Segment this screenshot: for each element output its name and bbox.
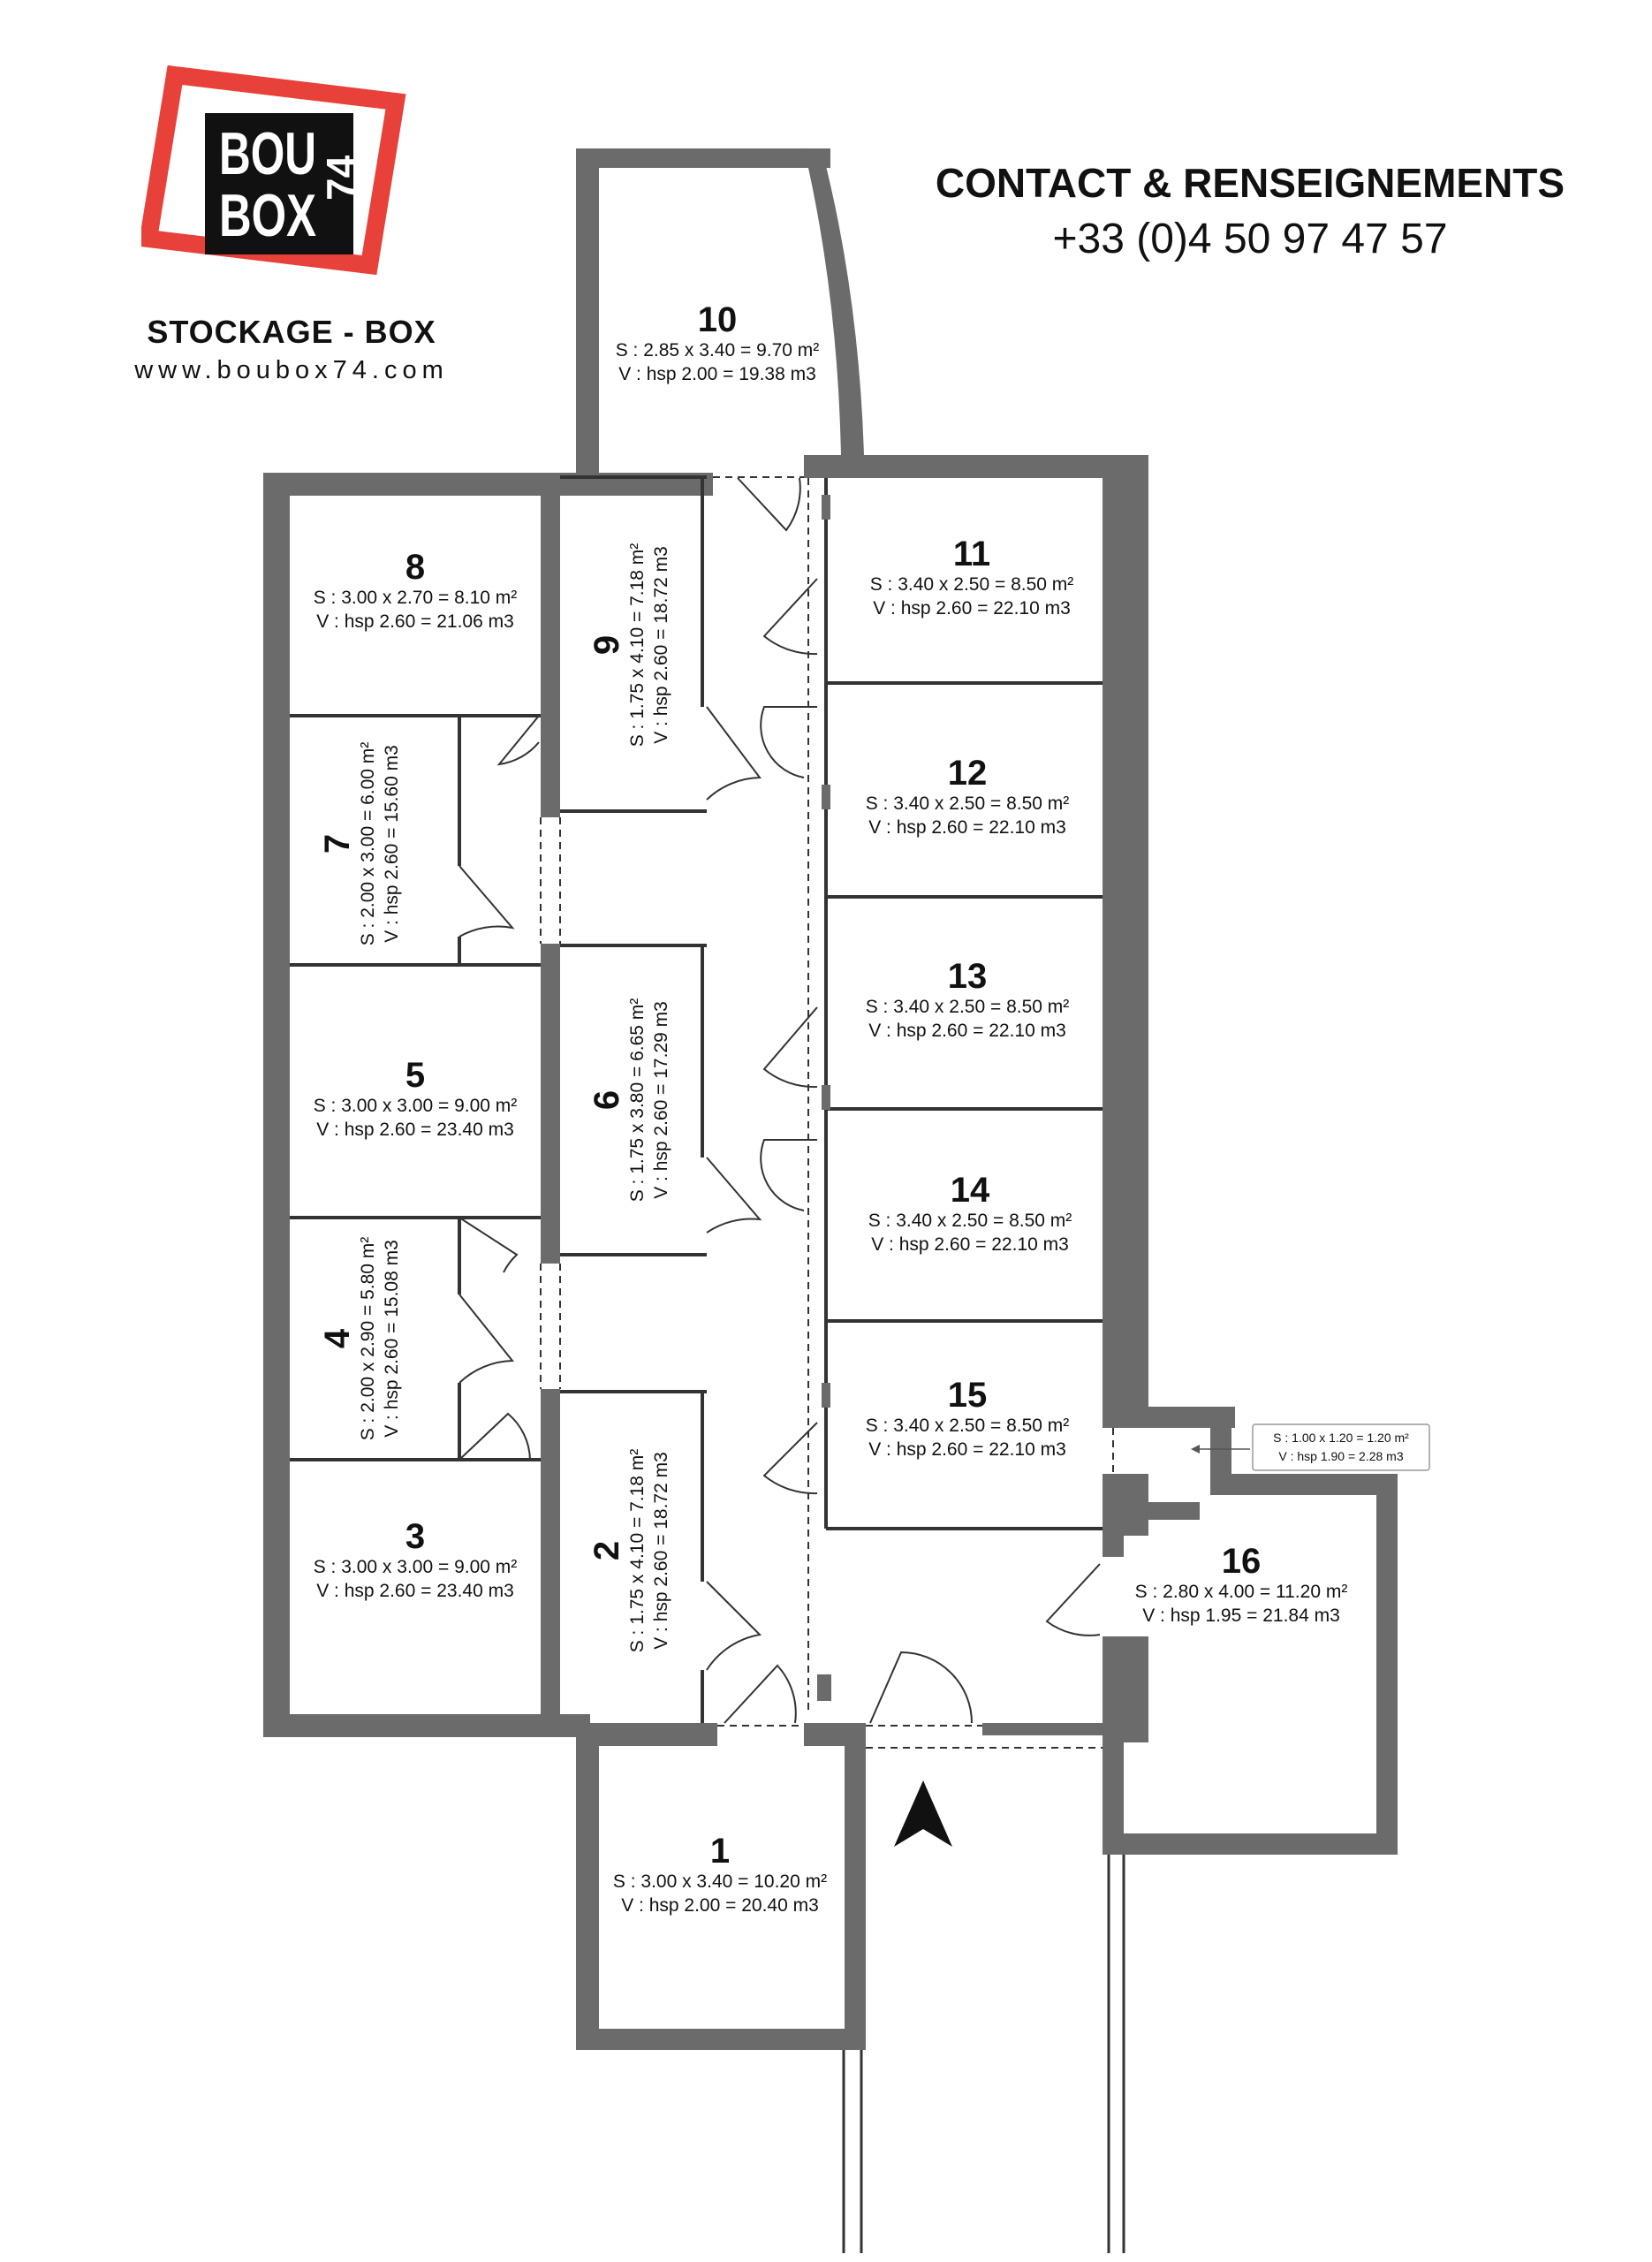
- room-volume: V : hsp 2.60 = 22.10 m3: [871, 1234, 1069, 1255]
- room-number: 2: [587, 1541, 626, 1560]
- room-volume: V : hsp 2.60 = 21.06 m3: [316, 611, 514, 632]
- room-volume: V : hsp 2.60 = 22.10 m3: [868, 1439, 1066, 1460]
- room-number: 13: [948, 957, 988, 996]
- annex-callout: S : 1.00 x 1.20 = 1.20 m² V : hsp 1.90 =…: [1191, 1423, 1430, 1471]
- room-volume: V : hsp 2.60 = 22.10 m3: [873, 598, 1071, 619]
- room-14-label: 14 S : 3.40 x 2.50 = 8.50 m² V : hsp 2.6…: [868, 1171, 1072, 1255]
- contact-title: CONTACT & RENSEIGNEMENTS: [935, 160, 1565, 206]
- contact-phone[interactable]: +33 (0)4 50 97 47 57: [1052, 216, 1448, 262]
- logo-block: [205, 113, 353, 254]
- logo-line2: BOX: [219, 182, 316, 249]
- room-surface: S : 3.00 x 3.40 = 10.20 m²: [613, 1871, 827, 1892]
- room-13-label: 13 S : 3.40 x 2.50 = 8.50 m² V : hsp 2.6…: [866, 957, 1070, 1041]
- room-number: 8: [405, 548, 425, 587]
- room-1-label: 1 S : 3.00 x 3.40 = 10.20 m² V : hsp 2.0…: [613, 1832, 827, 1916]
- room-15-label: 15 S : 3.40 x 2.50 = 8.50 m² V : hsp 2.6…: [866, 1376, 1070, 1460]
- logo-frame: [141, 65, 406, 276]
- room-surface: S : 1.75 x 3.80 = 6.65 m²: [627, 998, 648, 1203]
- room-10-label: 10 S : 2.85 x 3.40 = 9.70 m² V : hsp 2.0…: [616, 300, 820, 384]
- website-link[interactable]: www.boubox74.com: [134, 356, 449, 384]
- room-surface: S : 3.40 x 2.50 = 8.50 m²: [866, 997, 1070, 1017]
- room-16-label: 16 S : 2.80 x 4.00 = 11.20 m² V : hsp 1.…: [1135, 1542, 1348, 1626]
- room-number: 5: [405, 1056, 425, 1095]
- room-number: 11: [953, 535, 990, 573]
- room-5-label: 5 S : 3.00 x 3.00 = 9.00 m² V : hsp 2.60…: [314, 1056, 518, 1140]
- room-volume: V : hsp 2.60 = 17.29 m3: [651, 1001, 671, 1199]
- room-number: 10: [698, 300, 738, 339]
- room-surface: S : 3.40 x 2.50 = 8.50 m²: [866, 1416, 1070, 1436]
- room-12-label: 12 S : 3.40 x 2.50 = 8.50 m² V : hsp 2.6…: [866, 754, 1070, 838]
- room-surface: S : 3.40 x 2.50 = 8.50 m²: [870, 574, 1074, 595]
- room-volume: V : hsp 2.60 = 23.40 m3: [316, 1581, 514, 1601]
- room-2-label: 2 S : 1.75 x 4.10 = 7.18 m² V : hsp 2.60…: [587, 1449, 671, 1653]
- room-7-label: 7 S : 2.00 x 3.00 = 6.00 m² V : hsp 2.60…: [318, 742, 402, 946]
- room-surface: S : 2.00 x 2.90 = 5.80 m²: [358, 1237, 378, 1441]
- tagline: STOCKAGE - BOX: [147, 314, 436, 350]
- room-number: 12: [948, 754, 988, 793]
- partitions: [290, 475, 1103, 1723]
- room-11-label: 11 S : 3.40 x 2.50 = 8.50 m² V : hsp 2.6…: [870, 535, 1074, 619]
- room-number: 6: [587, 1090, 626, 1110]
- logo-number: 74: [318, 155, 364, 201]
- room-surface: S : 3.00 x 3.00 = 9.00 m²: [314, 1096, 518, 1116]
- room-volume: V : hsp 2.60 = 22.10 m3: [868, 1021, 1066, 1041]
- room-volume: V : hsp 2.60 = 23.40 m3: [316, 1120, 514, 1140]
- wall-posts: [817, 495, 831, 1701]
- room-8-label: 8 S : 3.00 x 2.70 = 8.10 m² V : hsp 2.60…: [314, 548, 518, 632]
- room-number: 4: [318, 1328, 357, 1348]
- room-volume: V : hsp 2.60 = 15.60 m3: [382, 745, 402, 943]
- room-surface: S : 1.75 x 4.10 = 7.18 m²: [627, 1449, 648, 1653]
- room-surface: S : 1.75 x 4.10 = 7.18 m²: [627, 543, 648, 748]
- room-volume: V : hsp 2.00 = 19.38 m3: [618, 364, 816, 384]
- room-number: 1: [710, 1832, 730, 1871]
- room-surface: S : 2.85 x 3.40 = 9.70 m²: [616, 340, 820, 361]
- walls: [263, 148, 1398, 2050]
- room-surface: S : 3.40 x 2.50 = 8.50 m²: [866, 793, 1070, 814]
- room-3-label: 3 S : 3.00 x 3.00 = 9.00 m² V : hsp 2.60…: [314, 1517, 518, 1601]
- logo-line1: BOU: [219, 120, 316, 187]
- room-volume: V : hsp 2.60 = 18.72 m3: [651, 1452, 671, 1650]
- north-arrow-icon: [894, 1780, 952, 1847]
- room-surface: S : 3.00 x 2.70 = 8.10 m²: [314, 588, 518, 608]
- boubox74-logo: BOU BOX 74: [141, 65, 406, 276]
- room-number: 16: [1222, 1542, 1262, 1581]
- room-number: 15: [948, 1376, 988, 1415]
- room-number: 3: [405, 1517, 425, 1556]
- room-number: 7: [318, 834, 357, 854]
- room-volume: V : hsp 2.60 = 15.08 m3: [382, 1240, 402, 1438]
- room-surface: S : 2.00 x 3.00 = 6.00 m²: [358, 742, 378, 946]
- room-9-label: 9 S : 1.75 x 4.10 = 7.18 m² V : hsp 2.60…: [587, 543, 671, 748]
- room-number: 9: [587, 635, 626, 655]
- annex-surface: S : 1.00 x 1.20 = 1.20 m²: [1273, 1431, 1409, 1445]
- room-volume: V : hsp 2.60 = 18.72 m3: [651, 546, 671, 744]
- room-surface: S : 3.40 x 2.50 = 8.50 m²: [868, 1211, 1072, 1231]
- room-volume: V : hsp 2.00 = 20.40 m3: [621, 1895, 819, 1916]
- annex-volume: V : hsp 1.90 = 2.28 m3: [1278, 1449, 1403, 1463]
- room-volume: V : hsp 2.60 = 22.10 m3: [868, 817, 1066, 838]
- room-surface: S : 2.80 x 4.00 = 11.20 m²: [1135, 1582, 1348, 1602]
- doorways: [540, 476, 1114, 1749]
- room-number: 14: [951, 1171, 990, 1210]
- room-volume: V : hsp 1.95 = 21.84 m3: [1142, 1605, 1340, 1626]
- room-surface: S : 3.00 x 3.00 = 9.00 m²: [314, 1557, 518, 1577]
- door-swings: [458, 477, 1101, 1724]
- room-4-label: 4 S : 2.00 x 2.90 = 5.80 m² V : hsp 2.60…: [318, 1237, 402, 1441]
- access-path: [842, 1855, 1125, 2253]
- room-6-label: 6 S : 1.75 x 3.80 = 6.65 m² V : hsp 2.60…: [587, 998, 671, 1203]
